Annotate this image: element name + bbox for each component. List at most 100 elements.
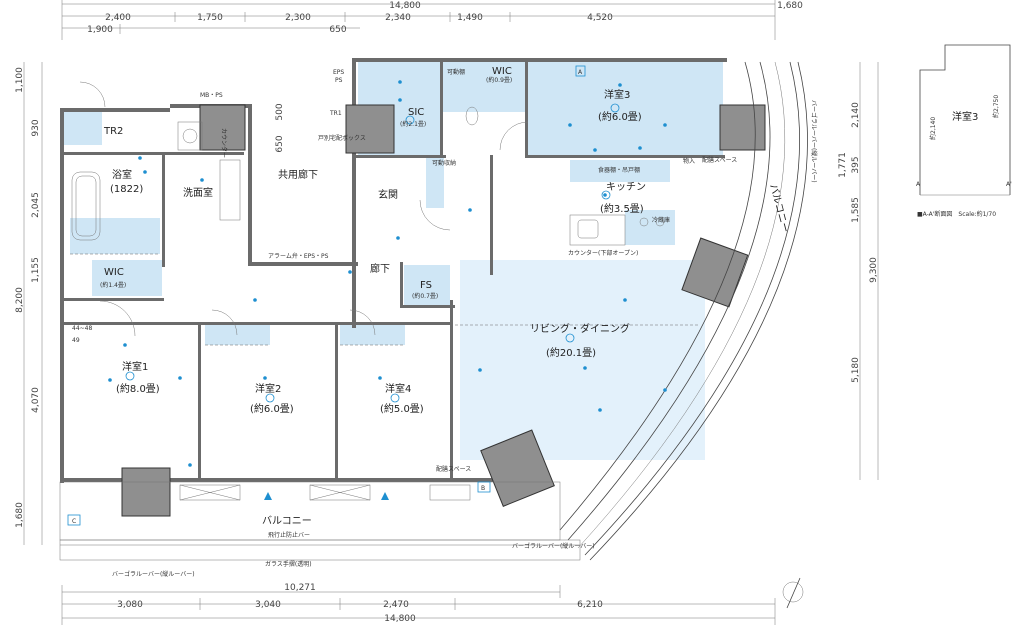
label-haizen: 配膳スペース — [436, 465, 471, 473]
pillar-2 — [345, 104, 395, 154]
pillar-6 — [480, 429, 555, 507]
legend-room: 洋室3 — [952, 110, 978, 123]
dim-bottom-5: 6,210 — [577, 600, 603, 610]
label-living: リビング・ダイニング — [530, 322, 630, 335]
dim-right-5: 9,300 — [869, 257, 879, 283]
label-corridor: 廊下 — [370, 262, 390, 275]
label-bath-size: (1822) — [110, 184, 143, 195]
dim-left-3: 2,045 — [31, 192, 41, 218]
label-fridge: 冷蔵庫 — [652, 216, 670, 224]
label-delivery-box: 戸別宅配ボックス — [318, 134, 366, 142]
label-dish-space: 配膳スペース — [702, 156, 737, 164]
dim-bottom-2: 3,080 — [117, 600, 143, 610]
label-shelf: 可動棚 — [447, 68, 465, 76]
label-ceiling-2: 49 — [72, 337, 80, 344]
label-balcony-right: バルコニー — [767, 183, 791, 234]
washbasin — [177, 121, 203, 151]
label-mbps: MB・PS — [200, 92, 223, 99]
legend-a-left: A — [916, 181, 921, 188]
label-western3-size: (約6.0畳) — [598, 110, 642, 123]
label-western2-size: (約6.0畳) — [250, 402, 294, 415]
legend-h2: 約2,750 — [992, 95, 1000, 118]
label-tr2: TR2 — [103, 126, 123, 137]
dim-top-2: 1,750 — [197, 13, 223, 23]
blue-areas — [62, 62, 723, 460]
label-kitchen-size: (約3.5畳) — [600, 202, 644, 215]
dim-top-total: 14,800 — [389, 1, 421, 11]
label-louver-2: バーゴラルーバー(縦ルーバー) — [512, 542, 595, 550]
north-arrow-icon — [782, 577, 804, 609]
label-sic: SIC — [408, 107, 424, 118]
label-alarm-eps: アラーム弁・EPS・PS — [268, 252, 329, 260]
label-kitchen: キッチン — [606, 181, 646, 193]
label-western1-size: (約8.0畳) — [116, 382, 160, 395]
pillar-1 — [199, 104, 246, 151]
label-storage: 物入 — [683, 157, 695, 165]
label-western4: 洋室4 — [385, 382, 411, 395]
bottom-dimensions: 10,271 3,080 3,040 2,470 6,210 14,800 — [61, 583, 776, 625]
label-washroom: 洗面室 — [183, 186, 213, 199]
marker-b: B — [481, 485, 485, 492]
pillar-3 — [719, 104, 766, 151]
marker-a-top: A — [578, 69, 583, 76]
marker-c: C — [72, 518, 76, 525]
dim-bottom-1: 10,271 — [284, 583, 316, 593]
pillar-4 — [121, 467, 171, 517]
label-ceiling-1: 44~48 — [72, 325, 92, 332]
label-entrance: 玄関 — [378, 188, 398, 201]
dim-top-5: 1,490 — [457, 13, 483, 23]
kitchen-counter — [569, 214, 626, 246]
dim-left-2: 930 — [31, 119, 41, 136]
label-tr1: TR1 — [329, 110, 342, 117]
section-markers: A B C — [67, 65, 586, 526]
label-eps: EPS — [333, 69, 344, 76]
dim-left-4: 1,155 — [31, 257, 41, 283]
label-common-corridor: 共用廊下 — [278, 168, 318, 181]
pillar-5 — [681, 237, 749, 308]
label-dish-shelf: 食器棚・吊戸棚 — [598, 166, 640, 174]
room-labels: TR2 MB・PS 浴室 (1822) 洗面室 カウンター WIC (約1.4畳… — [72, 66, 818, 578]
walls — [60, 58, 727, 483]
dim-top-3: 2,300 — [285, 13, 311, 23]
dim-bottom-3: 3,040 — [255, 600, 281, 610]
dim-right-2: 1,771 — [838, 152, 848, 178]
label-ps: PS — [335, 77, 343, 84]
dim-left-7: 1,680 — [15, 502, 25, 528]
dim-bottom-6: 14,800 — [384, 614, 416, 624]
label-balcony: バルコニー — [262, 515, 312, 527]
label-western3: 洋室3 — [604, 88, 630, 101]
label-wic2-size: (約0.9畳) — [486, 76, 512, 84]
label-bath: 浴室 — [112, 168, 132, 181]
pillars — [121, 104, 766, 517]
electrical-dots — [108, 80, 667, 467]
dim-top-6: 4,520 — [587, 13, 613, 23]
dim-left-6: 4,070 — [31, 387, 41, 413]
label-louver-top: バーゴラルーバー(縦ルーバー) — [810, 100, 818, 183]
label-glass-handrail: ガラス手摺(透明) — [265, 560, 312, 568]
toilet — [465, 106, 479, 126]
dim-bottom-4: 2,470 — [383, 600, 409, 610]
dim-right-4: 1,585 — [851, 197, 861, 223]
legend-a-right: A' — [1006, 181, 1012, 188]
left-dimensions: 1,100 930 2,045 1,155 8,200 4,070 1,680 — [15, 62, 43, 545]
dim-right-3: 395 — [851, 156, 861, 173]
legend-h1: 約2,140 — [929, 117, 937, 140]
label-western2: 洋室2 — [255, 382, 281, 395]
dim-left-5: 8,200 — [15, 287, 25, 313]
label-western1: 洋室1 — [122, 360, 148, 373]
label-shoe-storage: 可動収納 — [432, 159, 456, 167]
label-fs: FS — [420, 280, 432, 291]
label-sic-size: (約2.1畳) — [400, 120, 426, 128]
bathtub — [71, 171, 101, 241]
curved-balcony — [59, 61, 808, 561]
top-dimensions: 14,800 1,680 2,400 1,750 2,300 2,340 1,4… — [61, 0, 803, 153]
dim-top-7: 1,900 — [87, 25, 113, 35]
label-wic1-size: (約1.4畳) — [100, 281, 126, 289]
dim-right-1: 2,140 — [851, 102, 861, 128]
fixtures — [70, 81, 700, 501]
label-fs-size: (約0.7畳) — [412, 292, 438, 300]
label-wic1: WIC — [104, 267, 124, 278]
dim-top-9: 650 — [275, 135, 285, 152]
label-counter: カウンター — [220, 128, 228, 158]
section-legend: 洋室3 約2,140 約2,750 A A' ■A-A'断面図 Scale:約1… — [916, 44, 1012, 218]
